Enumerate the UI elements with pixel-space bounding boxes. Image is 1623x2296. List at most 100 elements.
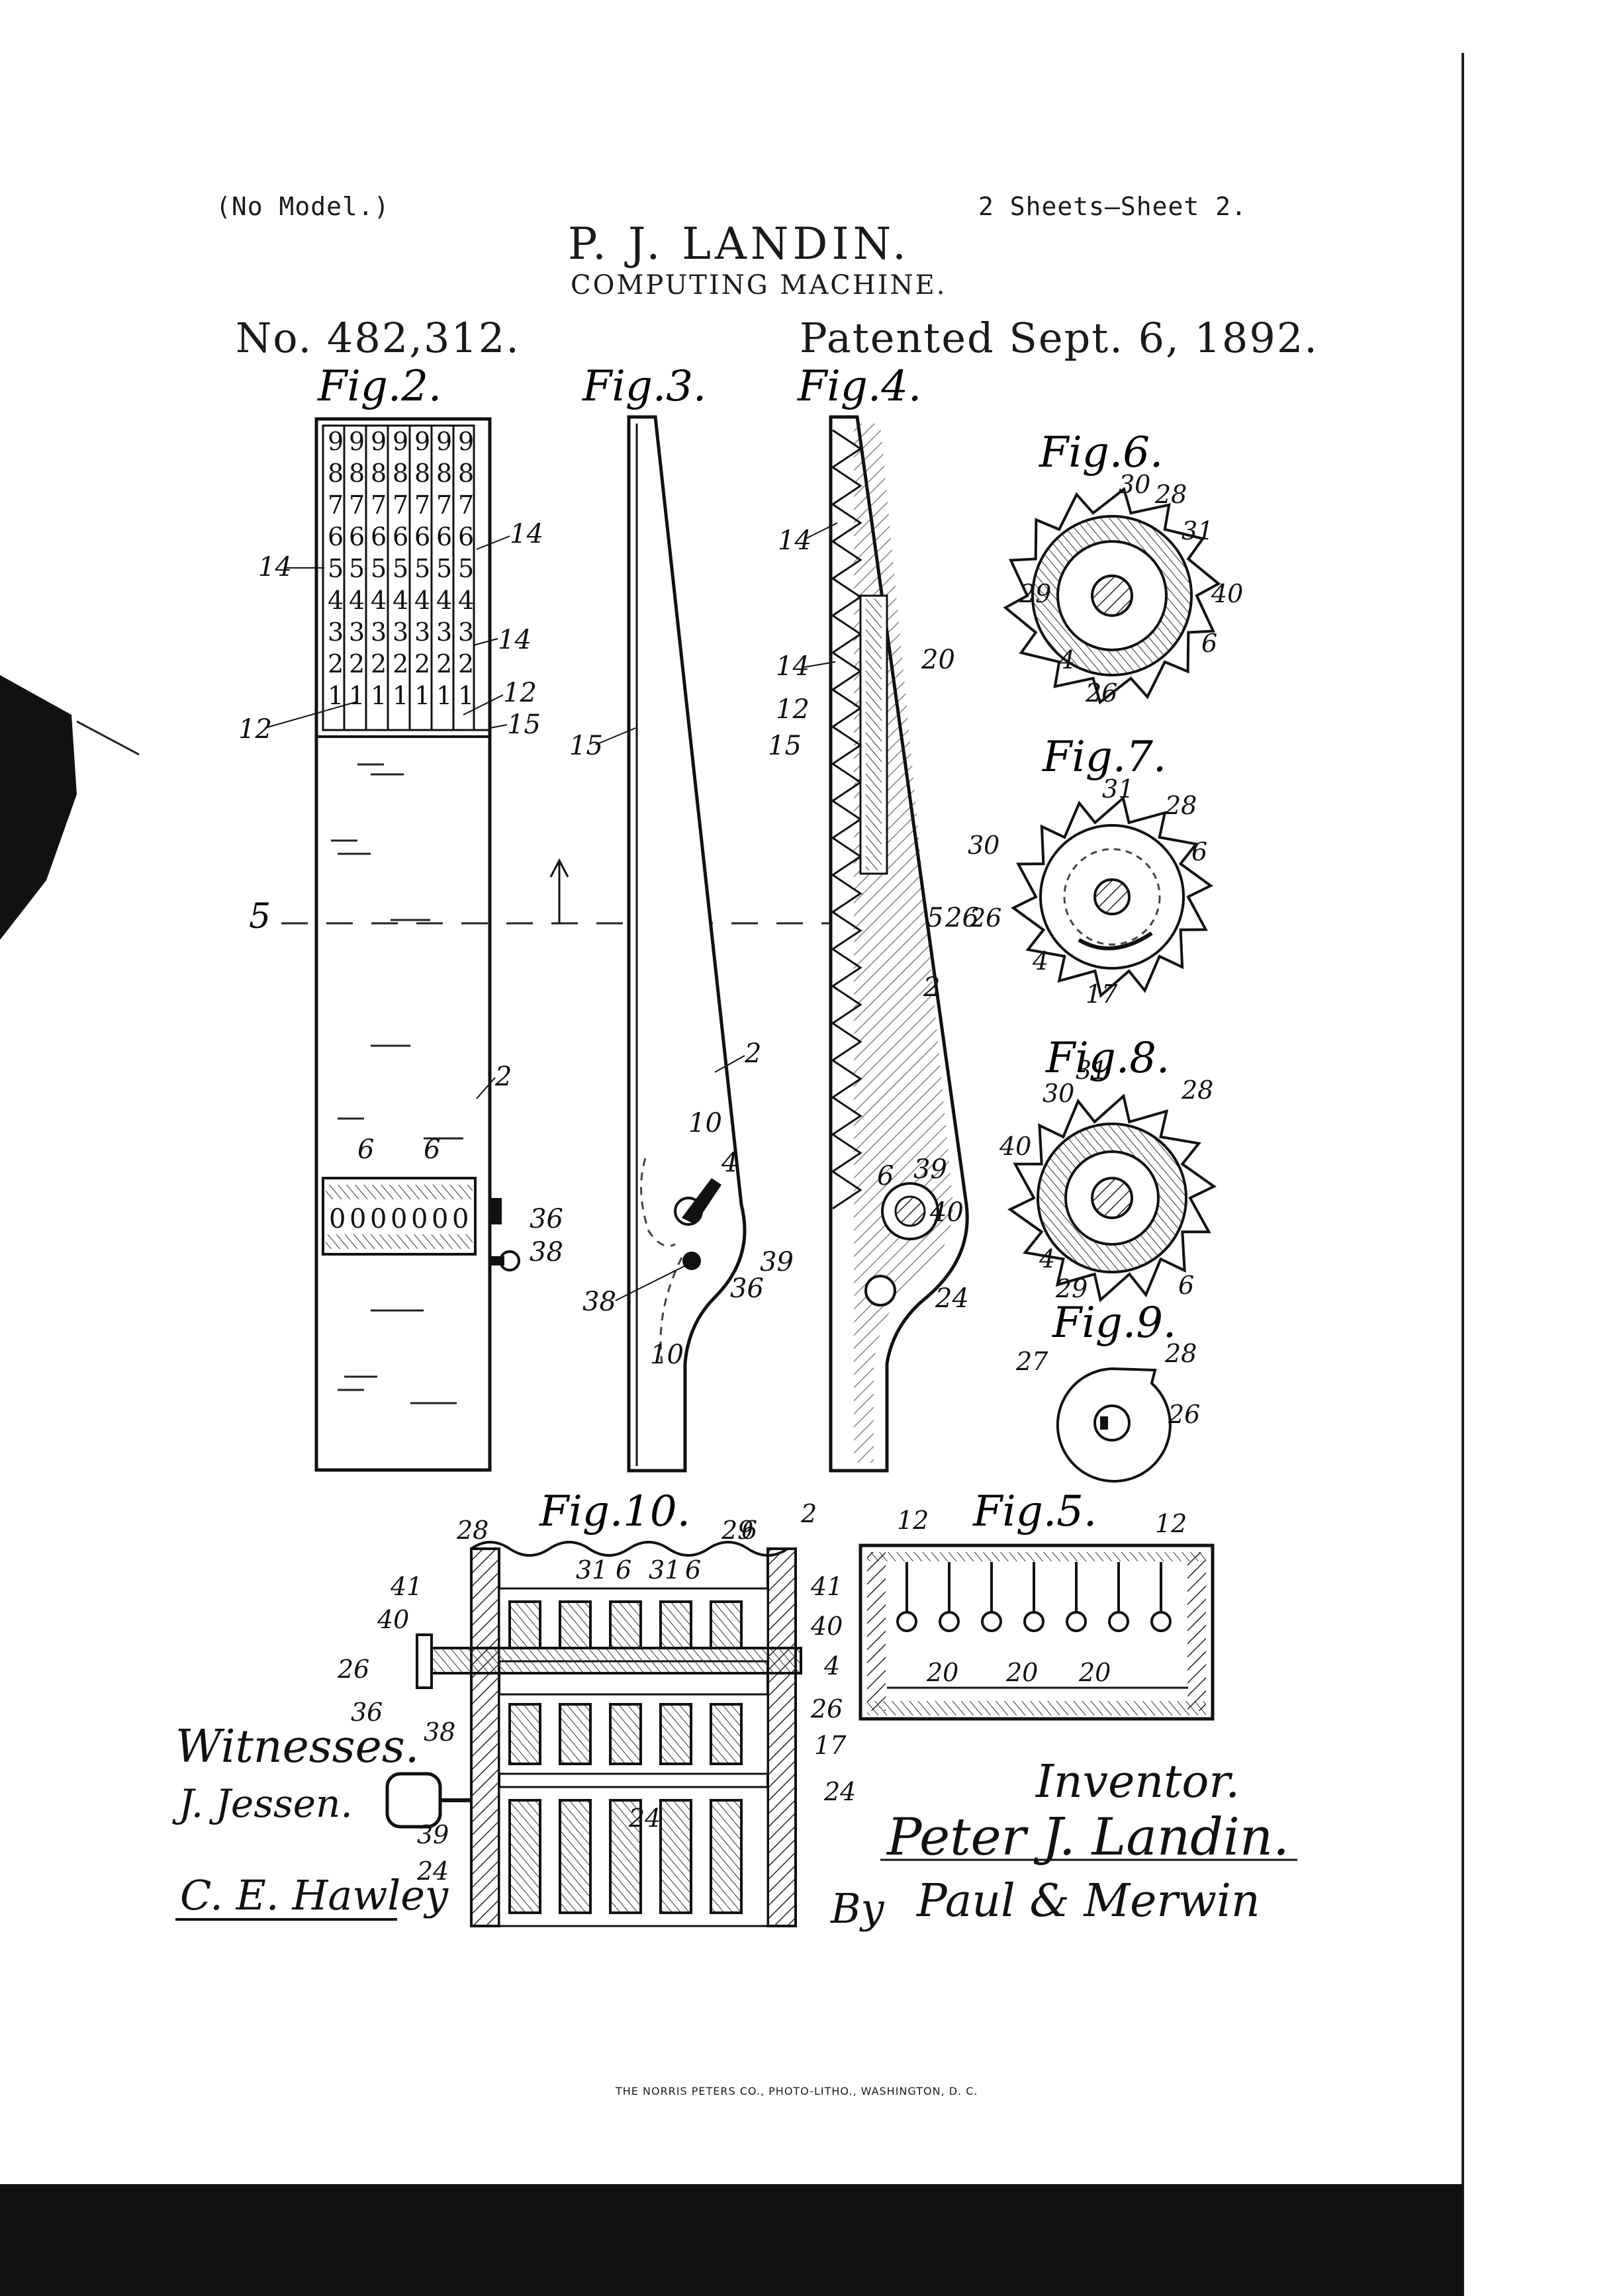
fig5-drawing: 12 12 20 20 20 (858, 1506, 1215, 1721)
svg-text:31: 31 (576, 1555, 608, 1584)
fig8-label: Fig.8. (1045, 1034, 1170, 1083)
svg-text:14: 14 (510, 519, 543, 549)
fig2-digit: 7 (436, 490, 452, 520)
fig3-drawing: 15 2 10 4 39 36 38 10 (569, 415, 794, 1473)
svg-text:4: 4 (823, 1651, 840, 1680)
svg-text:10: 10 (688, 1108, 722, 1138)
fig2-counter-digit: 0 (452, 1204, 469, 1234)
fig2-digit: 8 (328, 459, 344, 488)
svg-text:36: 36 (730, 1273, 764, 1304)
svg-text:20: 20 (926, 1658, 958, 1687)
svg-text:12: 12 (503, 678, 537, 708)
fig10-rack-section (508, 1799, 541, 1914)
svg-text:4: 4 (1032, 946, 1048, 976)
svg-text:20: 20 (1005, 1658, 1038, 1687)
svg-text:26: 26 (969, 903, 1001, 933)
signature-block: Witnesses. J. Jessen. C. E. Hawley Inven… (172, 1721, 1297, 1933)
svg-text:17: 17 (1086, 980, 1118, 1009)
fig2-digit: 7 (371, 490, 387, 520)
fig2-digit: 4 (414, 586, 430, 615)
fig10-rack-section (659, 1799, 692, 1914)
svg-text:2: 2 (923, 972, 940, 1003)
fig5-key-pin (1150, 1611, 1172, 1632)
svg-text:12: 12 (238, 714, 272, 745)
svg-text:6: 6 (1191, 837, 1207, 866)
svg-text:40: 40 (810, 1612, 843, 1641)
svg-text:12: 12 (897, 1506, 929, 1535)
fig10-rack-section (609, 1799, 642, 1914)
fig2-digit: 7 (414, 490, 430, 520)
svg-text:2: 2 (800, 1499, 817, 1528)
fig2-digit: 9 (349, 427, 365, 456)
svg-text:30: 30 (1043, 1079, 1074, 1108)
fig2-digit: 8 (371, 459, 387, 488)
fig2-digit: 7 (328, 490, 344, 520)
inventor-heading: P. J. LANDIN. (568, 218, 911, 269)
fig2-digit: 2 (371, 649, 387, 678)
fig2-digit: 5 (328, 554, 344, 583)
svg-text:14: 14 (776, 651, 810, 682)
no-model-note: (No Model.) (216, 192, 390, 221)
svg-text:20: 20 (1078, 1658, 1111, 1687)
svg-text:15: 15 (507, 710, 541, 740)
fig5-label: Fig.5. (972, 1487, 1097, 1536)
svg-text:41: 41 (390, 1572, 422, 1601)
svg-text:27: 27 (1015, 1347, 1048, 1376)
fig2-digit: 3 (393, 618, 408, 647)
svg-text:28: 28 (1181, 1076, 1213, 1105)
fig2-digit: 5 (414, 554, 430, 583)
svg-text:24: 24 (416, 1857, 449, 1886)
svg-text:2: 2 (744, 1038, 761, 1069)
invention-title: COMPUTING MACHINE. (571, 270, 947, 300)
fig10-upper-wheel (609, 1600, 642, 1649)
scan-artifacts (0, 53, 1464, 2296)
fig2-digit: 5 (349, 554, 365, 583)
svg-text:40: 40 (999, 1132, 1031, 1161)
fig2-digit: 5 (393, 554, 408, 583)
svg-text:29: 29 (1019, 579, 1051, 608)
svg-text:12: 12 (1155, 1509, 1187, 1538)
fig10-upper-wheel (659, 1600, 692, 1649)
fig5-key-pin (1023, 1611, 1044, 1632)
fig2-digit: 6 (349, 522, 365, 551)
fig2-digit: 3 (414, 618, 430, 647)
svg-text:31: 31 (1076, 1056, 1107, 1085)
svg-text:24: 24 (823, 1777, 856, 1806)
svg-text:28: 28 (1164, 791, 1197, 820)
fig2-digit: 9 (393, 427, 408, 456)
svg-text:26: 26 (1168, 1400, 1200, 1429)
fig2-digit: 1 (414, 681, 430, 710)
svg-text:39: 39 (760, 1247, 794, 1277)
fig2-digit: 1 (458, 681, 474, 710)
fig2-digit: 5 (436, 554, 452, 583)
fig2-digit: 1 (393, 681, 408, 710)
svg-text:36: 36 (530, 1204, 563, 1234)
svg-text:28: 28 (1164, 1339, 1197, 1368)
svg-text:6: 6 (741, 1516, 757, 1545)
svg-text:30: 30 (1119, 470, 1150, 499)
svg-text:15: 15 (569, 731, 603, 761)
fig5-key-pin (1066, 1611, 1087, 1632)
fig2-digit: 6 (458, 522, 474, 551)
fig10-lower-wheel (710, 1703, 743, 1765)
svg-text:31: 31 (1182, 516, 1213, 545)
svg-text:31: 31 (649, 1555, 680, 1584)
fig6-label: Fig.6. (1039, 428, 1163, 477)
svg-text:6: 6 (877, 1161, 894, 1191)
fig2-digit: 7 (393, 490, 408, 520)
svg-text:38: 38 (424, 1718, 455, 1747)
svg-text:29: 29 (721, 1516, 753, 1545)
fig2-digit: 8 (436, 459, 452, 488)
fig2-digit: 2 (436, 649, 452, 678)
svg-text:4: 4 (1039, 1244, 1055, 1273)
svg-text:26: 26 (945, 903, 979, 933)
svg-text:40: 40 (929, 1197, 964, 1228)
fig2-digit: 3 (328, 618, 344, 647)
witness-one-signature: J. Jessen. (172, 1781, 353, 1826)
svg-text:36: 36 (351, 1698, 383, 1727)
fig2-digit: 6 (371, 522, 387, 551)
svg-text:39: 39 (417, 1820, 449, 1849)
